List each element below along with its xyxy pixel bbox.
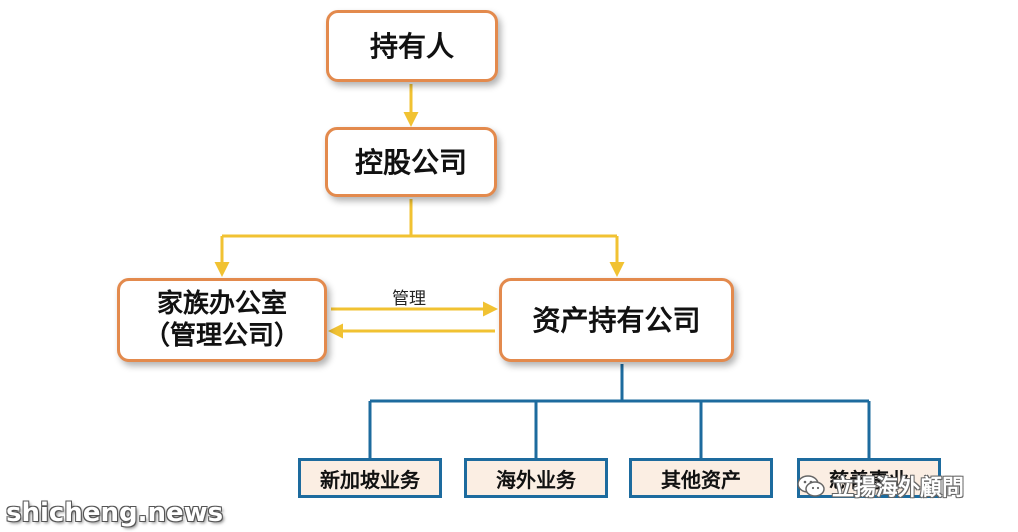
watermark-right: 立揚海外顧問	[796, 470, 964, 502]
node-asset-holding-company-label: 资产持有公司	[532, 303, 701, 337]
edge-label-manage: 管理	[392, 289, 426, 309]
leaf-overseas-business: 海外业务	[464, 458, 608, 498]
wechat-icon	[797, 475, 825, 497]
node-owner-label: 持有人	[369, 29, 454, 63]
node-family-office-line2: （管理公司）	[143, 321, 300, 351]
watermark-left: shicheng.news	[6, 498, 224, 528]
node-holding-company: 控股公司	[325, 127, 497, 197]
node-family-office-line1: 家族办公室	[156, 288, 287, 319]
watermark-right-text: 立揚海外顧問	[832, 476, 965, 501]
node-family-office: 家族办公室 （管理公司）	[117, 278, 327, 362]
node-owner: 持有人	[326, 10, 498, 82]
leaf-other-assets: 其他资产	[629, 458, 773, 498]
leaf-singapore-business: 新加坡业务	[298, 458, 442, 498]
node-asset-holding-company: 资产持有公司	[499, 278, 734, 362]
node-holding-company-label: 控股公司	[354, 145, 467, 179]
